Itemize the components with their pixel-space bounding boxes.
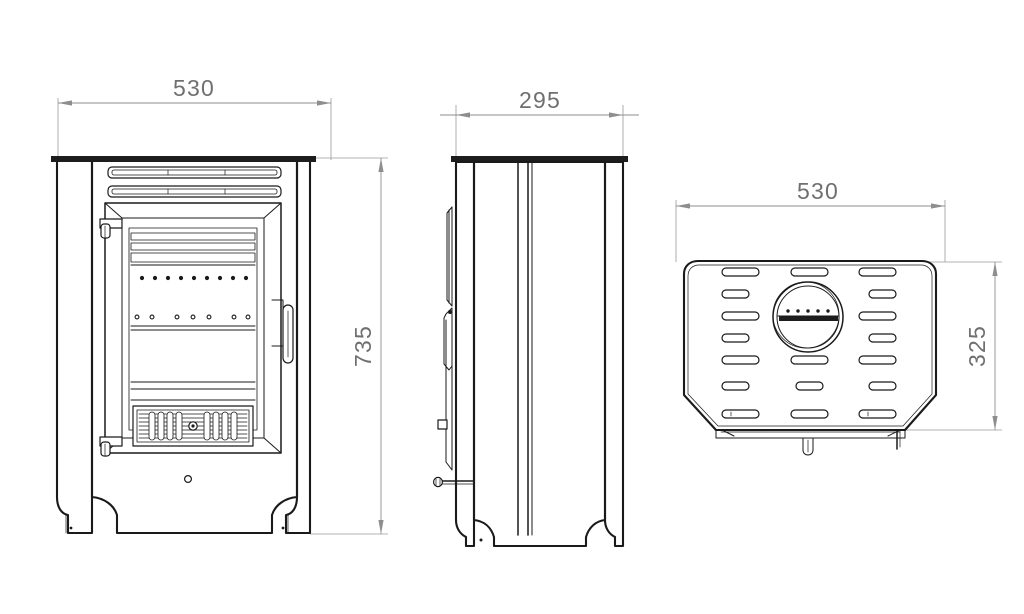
side-latch-block — [437, 419, 448, 430]
slot — [868, 333, 897, 343]
top-plate-outline — [682, 259, 938, 432]
slot — [721, 333, 750, 343]
slot — [790, 409, 829, 419]
slot — [721, 267, 760, 277]
front-right-leg-column — [284, 158, 312, 535]
front-door[interactable] — [104, 202, 282, 454]
slot — [721, 289, 750, 299]
front-skirt-right-curve — [271, 496, 298, 534]
side-rear-wall — [603, 160, 625, 548]
dimension-label-top-width: 530 — [797, 178, 839, 204]
front-view: 530 735 — [51, 75, 388, 535]
slot — [868, 381, 897, 391]
side-skirt-right-curve — [585, 519, 606, 547]
front-door-baffle-bars — [130, 232, 256, 266]
side-door-profile — [446, 206, 453, 307]
dimension-label-side-depth: 295 — [519, 87, 561, 113]
top-plate-slots — [721, 267, 897, 419]
slot — [868, 289, 897, 299]
slot — [858, 311, 897, 321]
side-skirt-left-curve — [473, 519, 495, 547]
slot — [790, 355, 829, 365]
front-left-leg-column — [55, 158, 94, 535]
front-upper-vent-2 — [107, 185, 282, 198]
slot — [858, 409, 897, 419]
slot — [790, 267, 829, 277]
side-air-control-rod[interactable] — [433, 476, 475, 488]
front-door-hinge-bottom — [99, 436, 123, 457]
side-foot-dot — [479, 538, 483, 542]
slot — [721, 311, 760, 321]
slot — [721, 409, 760, 419]
side-view: 295 — [433, 87, 639, 548]
dimension-label-front-height: 735 — [350, 325, 376, 367]
dimension-top-depth: 325 — [905, 261, 1002, 431]
top-flue-dots — [786, 309, 830, 313]
front-door-handle[interactable] — [271, 299, 294, 364]
front-right-foot-dot — [281, 526, 285, 530]
slot — [858, 267, 897, 277]
front-door-grate — [132, 405, 254, 447]
dimension-label-top-depth: 325 — [964, 325, 990, 367]
front-left-foot-dot — [69, 526, 73, 530]
top-plate-inner-offset — [687, 264, 933, 427]
dimension-label-front-width: 530 — [173, 75, 215, 101]
side-top-plate — [451, 156, 628, 162]
slot — [721, 381, 750, 391]
slot — [858, 355, 897, 365]
slot — [721, 355, 760, 365]
dimension-top-width: 530 — [675, 178, 946, 262]
top-rear-flange — [715, 429, 906, 456]
dimension-front-width: 530 — [57, 75, 332, 160]
side-door-handle[interactable] — [443, 307, 453, 471]
dimension-front-height: 735 — [310, 157, 388, 535]
front-upper-vent-1 — [107, 166, 282, 179]
front-door-lower-rails — [130, 381, 256, 401]
front-door-hinge-top — [99, 218, 123, 239]
top-flue-collar — [772, 281, 844, 353]
side-front-wall — [454, 160, 476, 548]
front-door-rivet-row-lower — [134, 314, 251, 320]
slot — [795, 381, 824, 391]
top-view: 530 325 — [675, 178, 1002, 456]
front-skirt-left-curve — [91, 496, 118, 534]
front-door-rivet-row-upper — [139, 275, 249, 281]
front-top-plate — [51, 156, 316, 162]
front-ash-knob — [184, 475, 193, 484]
dimension-side-depth: 295 — [440, 87, 639, 160]
